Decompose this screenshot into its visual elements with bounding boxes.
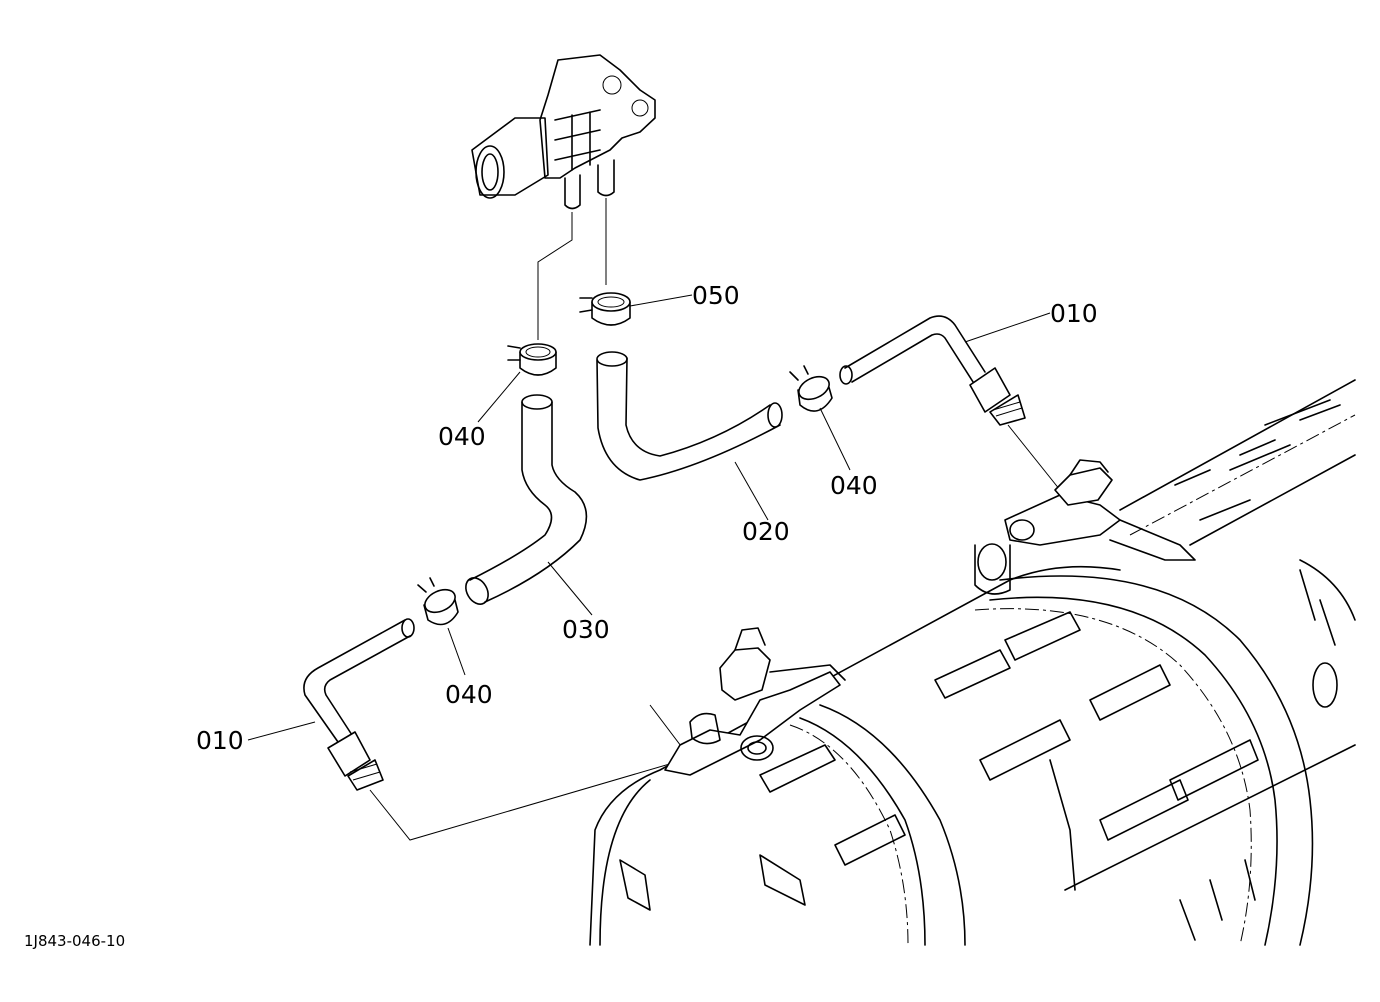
dpf-canister [589, 379, 1356, 946]
clamp-040-upper [507, 343, 557, 376]
hose-020 [596, 351, 783, 481]
callout-040-upper: 040 [438, 422, 486, 451]
clamp-040-middle [789, 365, 833, 412]
pressure-sensor [471, 54, 656, 210]
callout-040-lower: 040 [445, 680, 493, 709]
callout-030: 030 [562, 615, 610, 644]
callout-010-right: 010 [1050, 299, 1098, 328]
callout-010-left: 010 [196, 726, 244, 755]
clamp-040-lower [417, 577, 459, 626]
callout-020: 020 [742, 517, 790, 546]
pipe-010-left [303, 618, 415, 791]
callout-040-middle: 040 [830, 471, 878, 500]
hose-030 [465, 394, 588, 605]
pipe-010-right [839, 315, 1026, 426]
drawing-code: 1J843-046-10 [24, 932, 125, 950]
clamp-050 [579, 292, 631, 326]
callout-050: 050 [692, 281, 740, 310]
